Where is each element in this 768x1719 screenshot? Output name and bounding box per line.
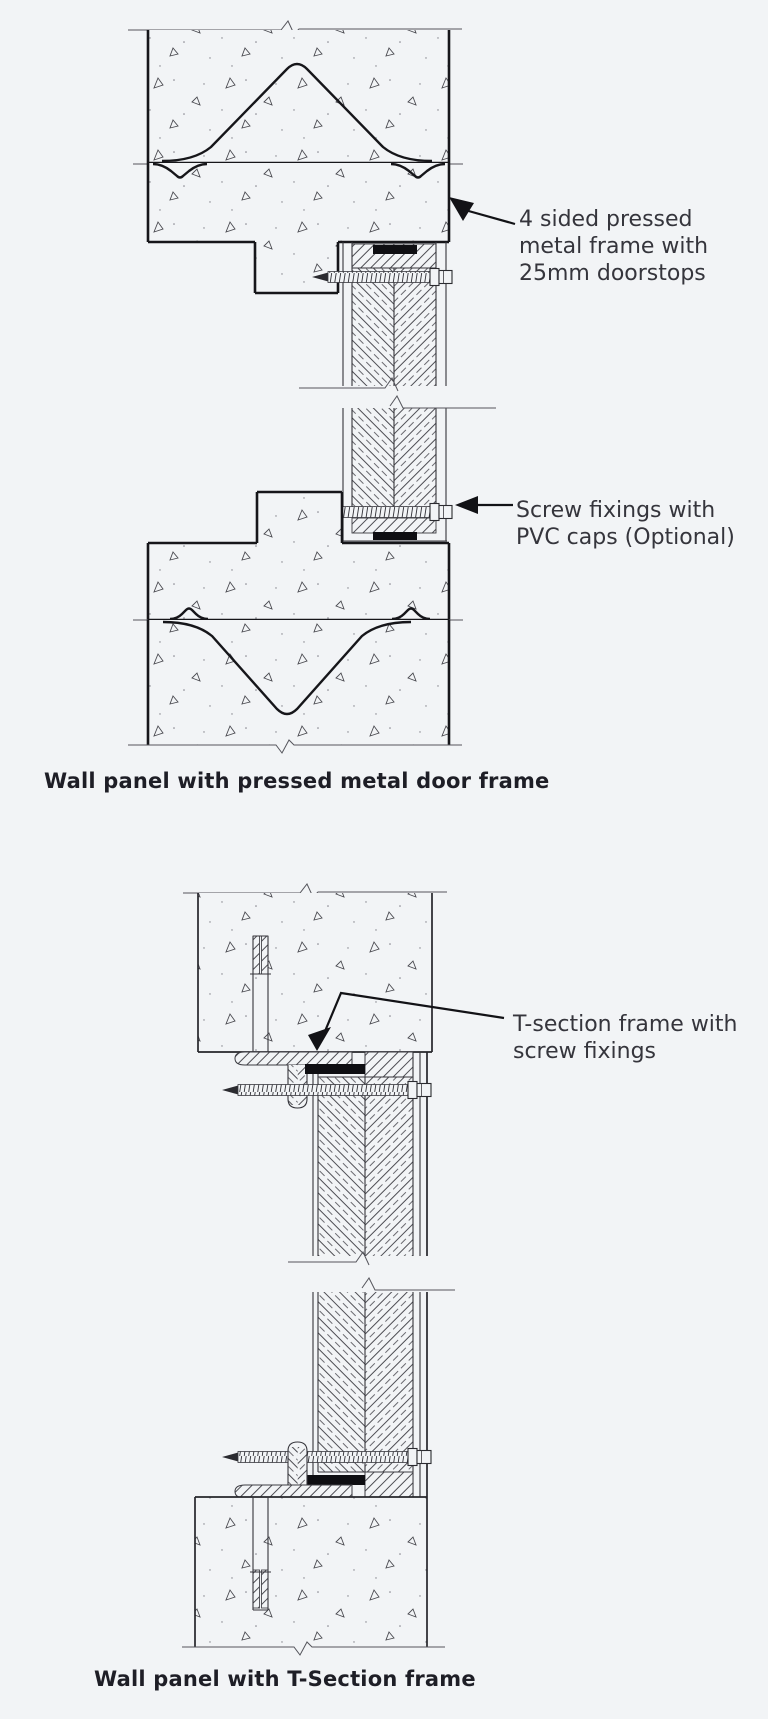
annotation-line: T-section frame with	[513, 1012, 738, 1037]
d1-screw-top	[312, 267, 453, 287]
diagram-pressed-metal-door-frame	[128, 20, 516, 754]
d2-anchor-top	[250, 935, 271, 1052]
d2-screw-top	[222, 1080, 432, 1100]
d2-lower-panel	[182, 1496, 445, 1656]
annotation-line: screw fixings	[513, 1039, 656, 1064]
d2-doorstop-top	[305, 1064, 365, 1074]
d1-door-head-panel	[146, 162, 451, 295]
annotation-line: metal frame with	[519, 234, 709, 259]
d1-doorstop-top	[373, 245, 417, 254]
d2-doorstop-bottom	[305, 1475, 365, 1485]
annotation-line: Screw fixings with	[516, 498, 716, 523]
d1-annotation-arrow-screw	[455, 496, 513, 514]
d1-annotation-arrow-frame	[449, 197, 516, 226]
d1-upper-panel	[128, 20, 463, 165]
annotation-line: 4 sided pressed	[519, 207, 693, 232]
annotation-pressed-metal-frame: 4 sided pressed metal frame with 25mm do…	[519, 206, 708, 287]
annotation-line: PVC caps (Optional)	[516, 525, 735, 550]
d2-screw-bottom	[222, 1447, 432, 1467]
d1-metal-frame	[299, 242, 496, 542]
d2-anchor-bottom	[250, 1497, 271, 1611]
annotation-screw-fixings: Screw fixings with PVC caps (Optional)	[516, 497, 735, 551]
d1-doorstop-bottom	[373, 532, 417, 540]
annotation-line: 25mm doorstops	[519, 261, 706, 286]
d2-upper-panel	[183, 883, 447, 1053]
d1-break-lines	[299, 377, 496, 409]
d2-t-section-bottom	[234, 1441, 365, 1499]
d2-annotation-arrow	[308, 991, 505, 1051]
d2-break-lines	[288, 1251, 455, 1291]
caption-t-section-frame: Wall panel with T-Section frame	[94, 1667, 476, 1691]
caption-pressed-metal-frame: Wall panel with pressed metal door frame	[44, 769, 550, 793]
d2-timber-frame-upper	[312, 1052, 428, 1256]
d1-lower-panel	[128, 490, 463, 754]
annotation-t-section-frame: T-section frame with screw fixings	[513, 1011, 738, 1065]
d2-timber-frame-lower	[312, 1292, 428, 1498]
diagram-t-section-frame	[182, 883, 505, 1656]
